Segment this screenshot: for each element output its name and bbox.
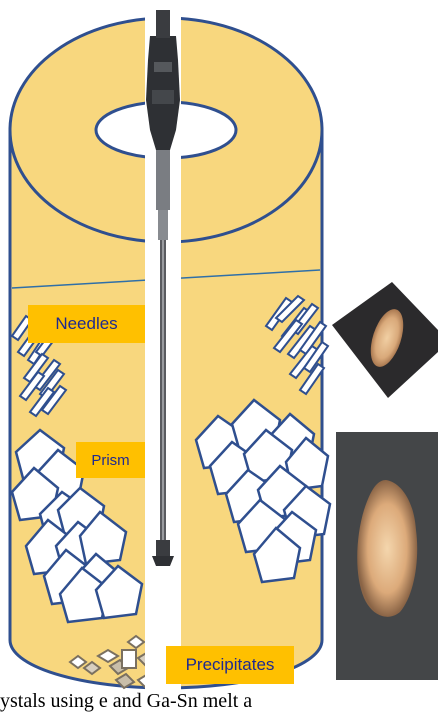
precipitates-label: Precipitates xyxy=(166,646,294,684)
figure-caption: ystals using e and Ga-Sn melt a xyxy=(0,688,438,715)
growth-rod-photo xyxy=(145,10,181,690)
needle-sample-photo xyxy=(332,282,438,398)
prisms-label: Prism xyxy=(76,442,145,478)
needles-label: Needles xyxy=(28,305,145,343)
prism-sample-photo xyxy=(336,432,438,680)
